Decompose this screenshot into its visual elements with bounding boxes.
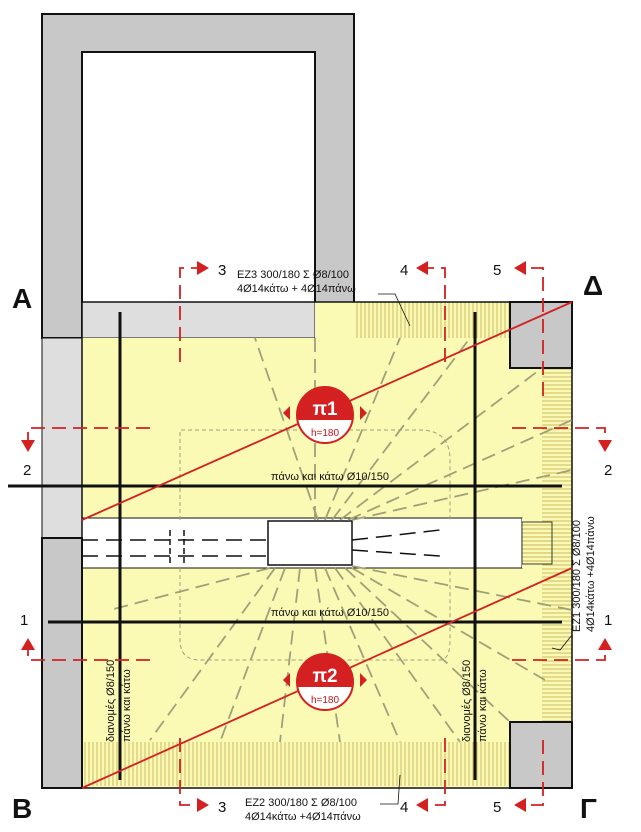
section-4-bottom: 4 <box>400 799 408 816</box>
landing-dashes <box>82 529 441 566</box>
corner-d: Δ <box>583 270 603 301</box>
beam-ez2-line2: 4Ø14κάτω +4Ø14πάνω <box>245 811 361 823</box>
section-5-top: 5 <box>493 262 501 279</box>
rebar-label-bottom: πάνω και κάτω Ø10/150 <box>271 607 389 619</box>
beam-ez2-line1: ΕΖ2 300/180 Σ Ø8/100 <box>245 797 357 809</box>
corner-b: Β <box>12 793 32 824</box>
slab-p2-height: h=180 <box>311 695 340 706</box>
slab-badge-p2: π2 h=180 <box>283 653 367 711</box>
dist-left-line1: διανομές Ø8/150 <box>105 660 117 742</box>
beam-ez1-line2: 4Ø14κάτω +4Ø14πάνω <box>585 516 597 632</box>
corner-a: Α <box>12 283 32 314</box>
leaders <box>378 293 573 805</box>
dist-left-line2: πάνω και κάτω <box>121 669 133 742</box>
beam-ez3-line1: ΕΖ3 300/180 Σ Ø8/100 <box>237 269 349 281</box>
section-1-right: 1 <box>604 612 612 629</box>
corner-g: Γ <box>580 793 597 824</box>
section-1-left: 1 <box>20 612 28 629</box>
section-5-bottom: 5 <box>493 799 501 816</box>
section-3-bottom: 3 <box>218 799 226 816</box>
rebar-label-top: πάνω και κάτω Ø10/150 <box>271 471 389 483</box>
walk-line-upper <box>179 429 451 520</box>
slab-p1-height: h=180 <box>311 428 340 439</box>
section-3-top: 3 <box>218 262 226 279</box>
dist-right-line1: διανομές Ø8/150 <box>461 660 473 742</box>
rebar-lines <box>8 312 562 780</box>
section-2-left: 2 <box>23 462 31 479</box>
beam-ez3-line2: 4Ø14κάτω + 4Ø14πάνω <box>237 283 356 295</box>
beam-ez1-line1: ΕΖ1 300/180 Σ Ø8/100 <box>571 520 583 632</box>
dist-right-line2: πάνω και κάτω <box>477 669 489 742</box>
slab-p2-label: π2 <box>312 666 337 687</box>
section-4-top: 4 <box>400 262 408 279</box>
slab-badge-p1: π1 h=180 <box>283 386 367 444</box>
slab-p1-label: π1 <box>312 399 338 420</box>
step-lines <box>109 337 573 743</box>
landing-opening <box>267 520 353 566</box>
section-2-right: 2 <box>604 462 612 479</box>
columns <box>41 301 573 789</box>
section-arrows <box>21 261 612 812</box>
